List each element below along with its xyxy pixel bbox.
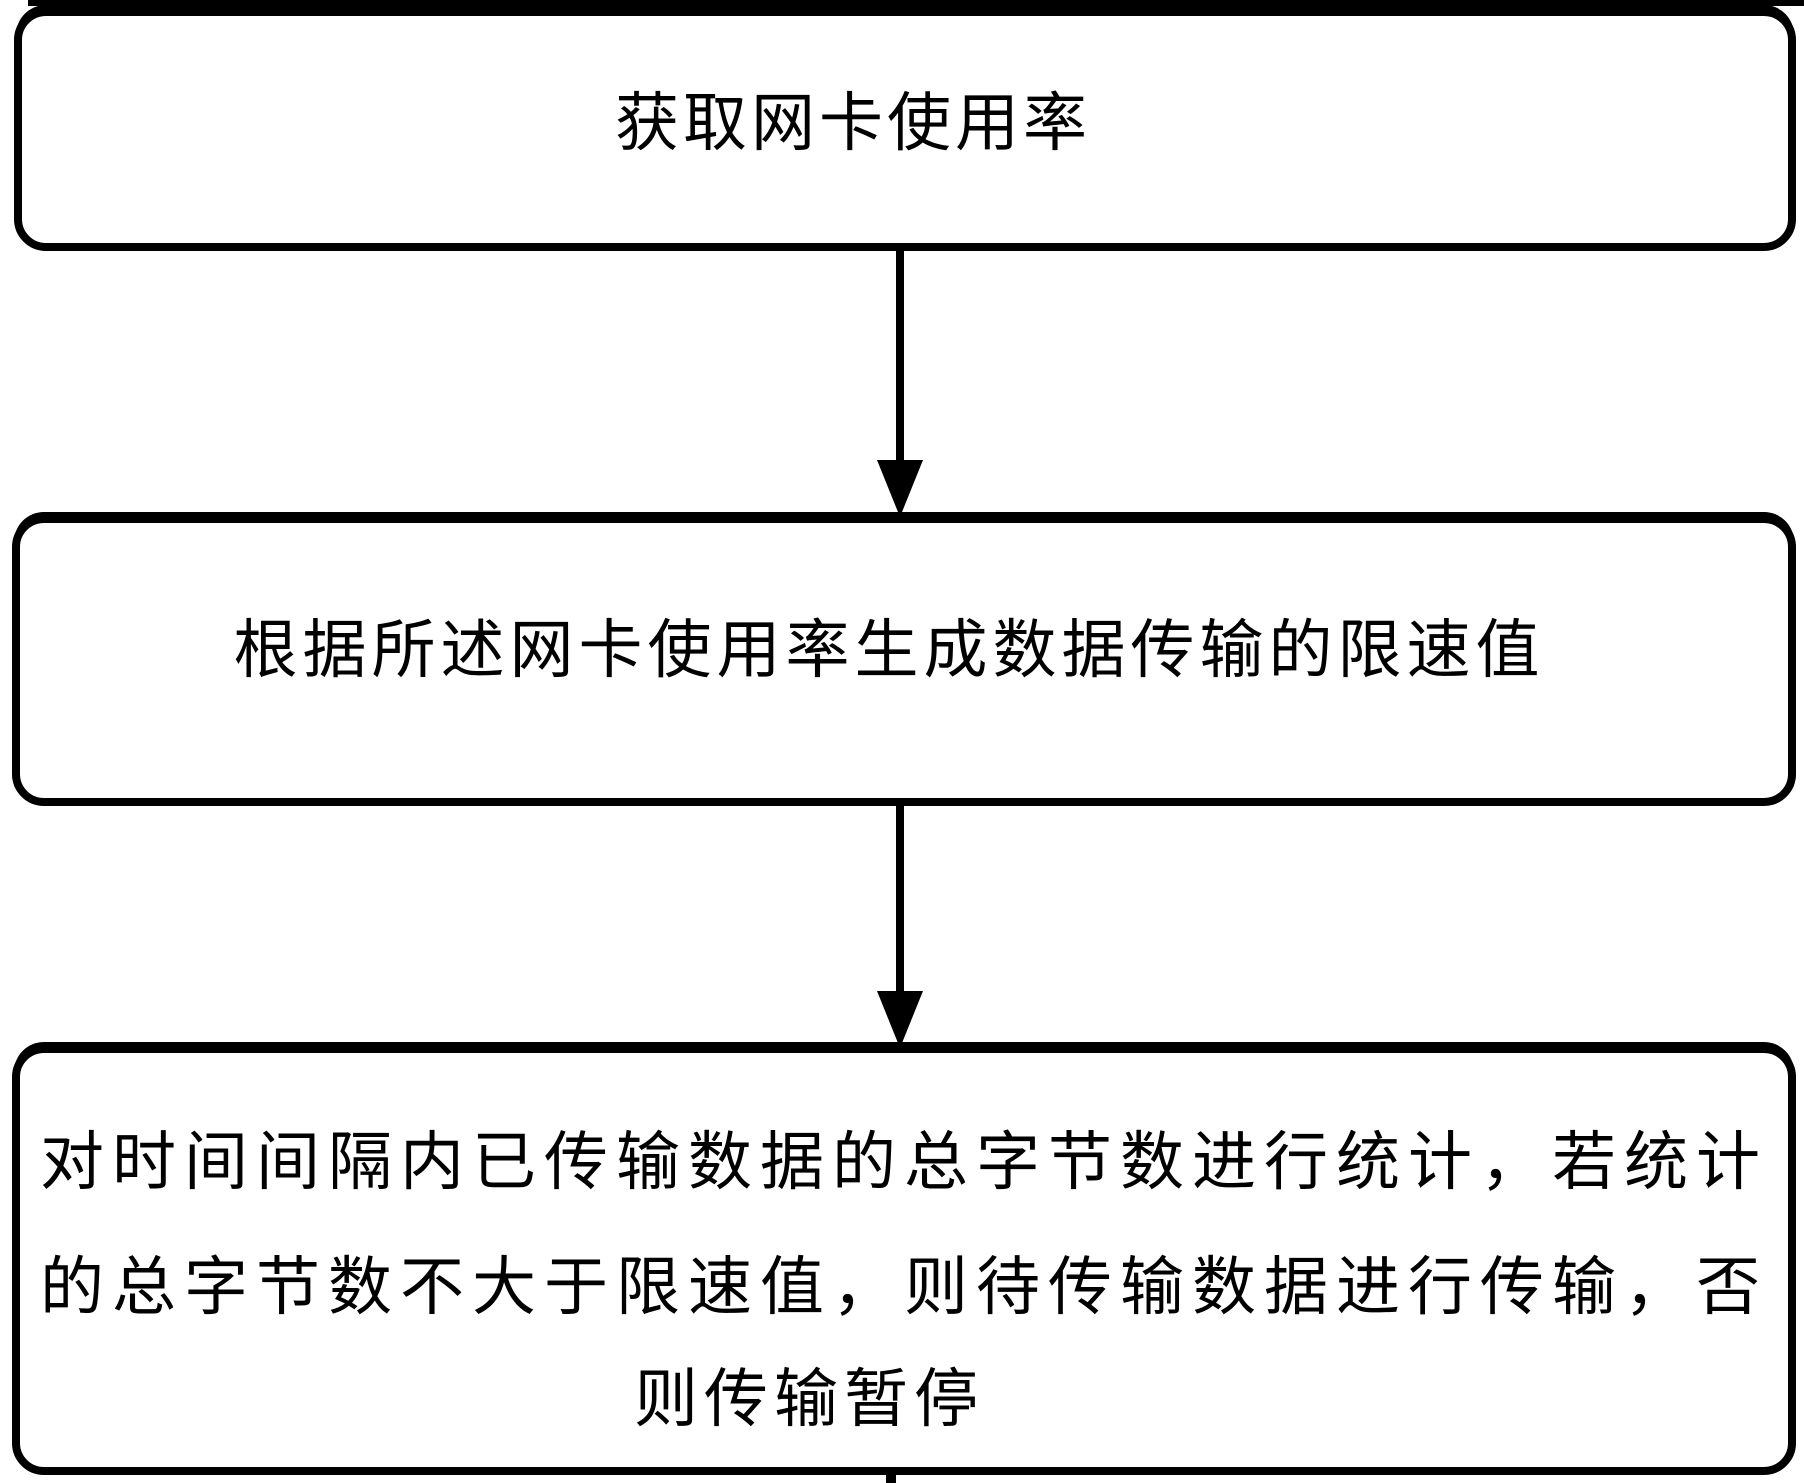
flow-arrow-2 (877, 806, 923, 1048)
flow-node-count-bytes-line-2: 的总字节数不大于限速值，则待传输数据进行传输，否 (40, 1252, 1768, 1323)
flow-arrow-1 (877, 251, 923, 517)
arrow-shaft (896, 806, 904, 994)
flow-node-count-bytes-line-1: 对时间间隔内已传输数据的总字节数进行统计，若统计 (40, 1127, 1768, 1198)
arrow-shaft (896, 251, 904, 463)
flow-connector-stub (886, 1473, 896, 1483)
flow-node-get-nic-usage: 获取网卡使用率 (14, 8, 1796, 251)
flow-node-count-bytes-line-3: 则传输暂停 (634, 1364, 984, 1435)
flow-node-count-bytes-and-decide: 对时间间隔内已传输数据的总字节数进行统计，若统计 的总字节数不大于限速值，则待传… (12, 1045, 1796, 1475)
flow-node-generate-rate-limit: 根据所述网卡使用率生成数据传输的限速值 (12, 515, 1796, 806)
flow-node-get-nic-usage-label: 获取网卡使用率 (615, 87, 1091, 159)
arrowhead-down-icon (877, 460, 923, 517)
arrowhead-down-icon (877, 991, 923, 1048)
top-edge-scan-line (28, 0, 1804, 6)
flow-node-generate-rate-limit-label: 根据所述网卡使用率生成数据传输的限速值 (233, 614, 1545, 686)
